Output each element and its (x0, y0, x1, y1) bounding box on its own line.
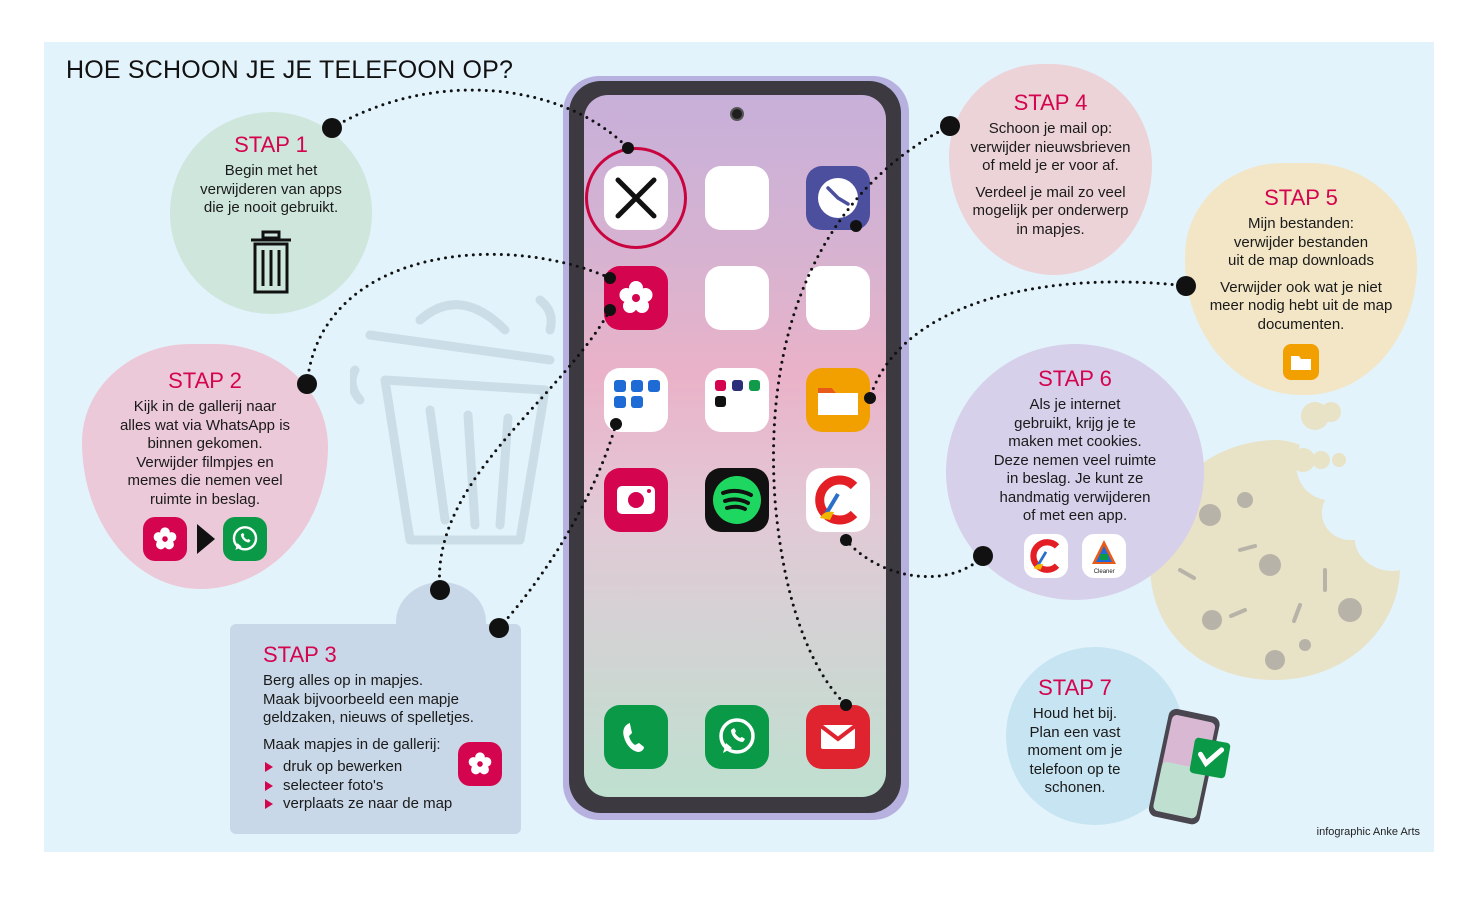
front-camera-icon (730, 107, 744, 121)
step4-label: STAP 4 (1013, 90, 1088, 115)
step6-label: STAP 6 (1038, 366, 1112, 391)
camera-app-icon[interactable] (604, 468, 668, 532)
cookie-illustration-icon (1150, 440, 1400, 680)
step5-text-line: verwijder bestanden (1233, 233, 1369, 251)
trash-can-icon (251, 230, 291, 293)
step5-text-line: Mijn bestanden: (1248, 215, 1354, 232)
credit-text: infographic Anke Arts (1316, 826, 1420, 838)
bullet-triangle-icon (265, 799, 273, 809)
arrow-right-icon (197, 524, 215, 554)
trash-can-illustration-icon (350, 295, 556, 545)
folder-icon (1283, 344, 1319, 380)
gallery-icon (458, 742, 502, 786)
step4-text-line: mogelijk per onderwerp (972, 202, 1129, 219)
blank-app-icon[interactable] (806, 266, 870, 330)
step3-subheading: Maak mapjes in de gallerij: (263, 735, 441, 753)
whatsapp-icon (223, 517, 268, 561)
step7-text-line: telefoon op te (1029, 760, 1121, 778)
step1-text-line: die je nooit gebruikt. (203, 199, 339, 216)
step5-text-line: documenten. (1257, 315, 1345, 333)
step1-bubble: STAP 1 Begin met het verwijderen van app… (170, 112, 372, 314)
step7-text-line: schonen. (1044, 779, 1106, 796)
step2-text-line: Kijk in de gallerij naar (133, 398, 277, 415)
files-app-icon[interactable] (806, 368, 870, 432)
list-item: verplaats ze naar de map (263, 795, 521, 814)
step1-text-line: Begin met het (224, 162, 318, 179)
step3-text-line: Berg alles op in mapjes. (263, 672, 424, 689)
step4-text-line: of meld je er voor af. (982, 157, 1119, 174)
spotify-app-icon[interactable] (705, 468, 769, 532)
step4-text-line: in mapjes. (1016, 220, 1085, 238)
step2-bubble: STAP 2 Kijk in de gallerij naar alles wa… (82, 344, 328, 589)
step6-text-line: gebruikt, krijg je te (1014, 414, 1136, 432)
gallery-icon (142, 517, 187, 561)
step3-text-line: geldzaken, nieuws of spelletjes. (263, 709, 474, 726)
ccleaner-icon (1023, 533, 1068, 578)
delete-app-icon[interactable] (604, 166, 668, 230)
step6-text-line: maken met cookies. (1008, 433, 1142, 450)
ccleaner-app-icon[interactable] (806, 468, 870, 532)
bullet-triangle-icon (265, 780, 273, 791)
step5-label: STAP 5 (1264, 185, 1338, 210)
list-item: druk op bewerken (263, 758, 521, 777)
step7-text-line: Houd het bij. (1032, 705, 1118, 722)
step5-bubble: STAP 5 Mijn bestanden: verwijder bestand… (1185, 163, 1417, 395)
list-item: selecteer foto's (263, 777, 521, 796)
step2-text-line: ruimte in beslag. (149, 490, 261, 508)
blank-app-icon[interactable] (705, 266, 769, 330)
step6-text-line: of met een app. (1022, 507, 1128, 524)
step5-text-line: meer nodig hebt uit de map (1209, 297, 1393, 314)
clock-app-icon[interactable] (806, 166, 870, 230)
step1-label: STAP 1 (234, 132, 308, 157)
step3-list: druk op bewerken selecteer foto's verpla… (263, 758, 521, 814)
whatsapp-app-icon[interactable] (705, 705, 769, 769)
step6-text-line: in beslag. Je kunt ze (1006, 470, 1144, 487)
list-item-text: verplaats ze naar de map (283, 795, 453, 812)
step5-text-line: uit de map downloads (1228, 252, 1374, 269)
step2-text-line: alles wat via WhatsApp is (119, 416, 291, 434)
step2-text-line: binnen gekomen. (147, 435, 263, 452)
step5-text-line: Verwijder ook wat je niet (1220, 278, 1382, 296)
cookie-crumbs-icon (1295, 402, 1346, 472)
step7-label: STAP 7 (1038, 675, 1112, 700)
step3-label: STAP 3 (263, 642, 337, 667)
step6-text-line: Deze nemen veel ruimte (993, 451, 1157, 469)
step3-bubble: STAP 3 Berg alles op in mapjes. Maak bij… (230, 624, 521, 834)
delete-highlight-ring (585, 147, 687, 249)
step6-text-line: Als je internet (1029, 396, 1121, 413)
page-title: HOE SCHOON JE JE TELEFOON OP? (66, 56, 514, 84)
avg-cleaner-label: Cleaner (1093, 568, 1115, 575)
avg-cleaner-icon: Cleaner (1082, 533, 1127, 578)
step7-text-line: Plan een vast (1029, 723, 1121, 741)
step1-text-line: verwijderen van apps (200, 180, 342, 198)
mail-app-icon[interactable] (806, 705, 870, 769)
blank-app-icon[interactable] (705, 166, 769, 230)
list-item-text: druk op bewerken (283, 758, 403, 775)
step2-text-line: memes die nemen veel (127, 472, 283, 489)
step4-text-line: verwijder nieuwsbrieven (970, 138, 1131, 156)
step4-bubble: STAP 4 Schoon je mail op: verwijder nieu… (949, 64, 1152, 275)
step2-label: STAP 2 (168, 368, 242, 393)
bullet-triangle-icon (265, 762, 273, 772)
step6-text-line: handmatig verwijderen (999, 488, 1151, 506)
folder-apps-icon[interactable] (705, 368, 769, 432)
phone-app-icon[interactable] (604, 705, 668, 769)
list-item-text: selecteer foto's (283, 776, 384, 794)
step4-text-line: Schoon je mail op: (988, 120, 1113, 137)
phone-check-icon (1148, 708, 1231, 825)
step2-text-line: Verwijder filmpjes en (136, 453, 274, 471)
step7-text-line: moment om je (1027, 742, 1123, 759)
step3-text-line: Maak bijvoorbeeld een mapje (263, 690, 459, 708)
connector-dot (322, 118, 342, 138)
step4-text-line: Verdeel je mail zo veel (975, 183, 1126, 201)
